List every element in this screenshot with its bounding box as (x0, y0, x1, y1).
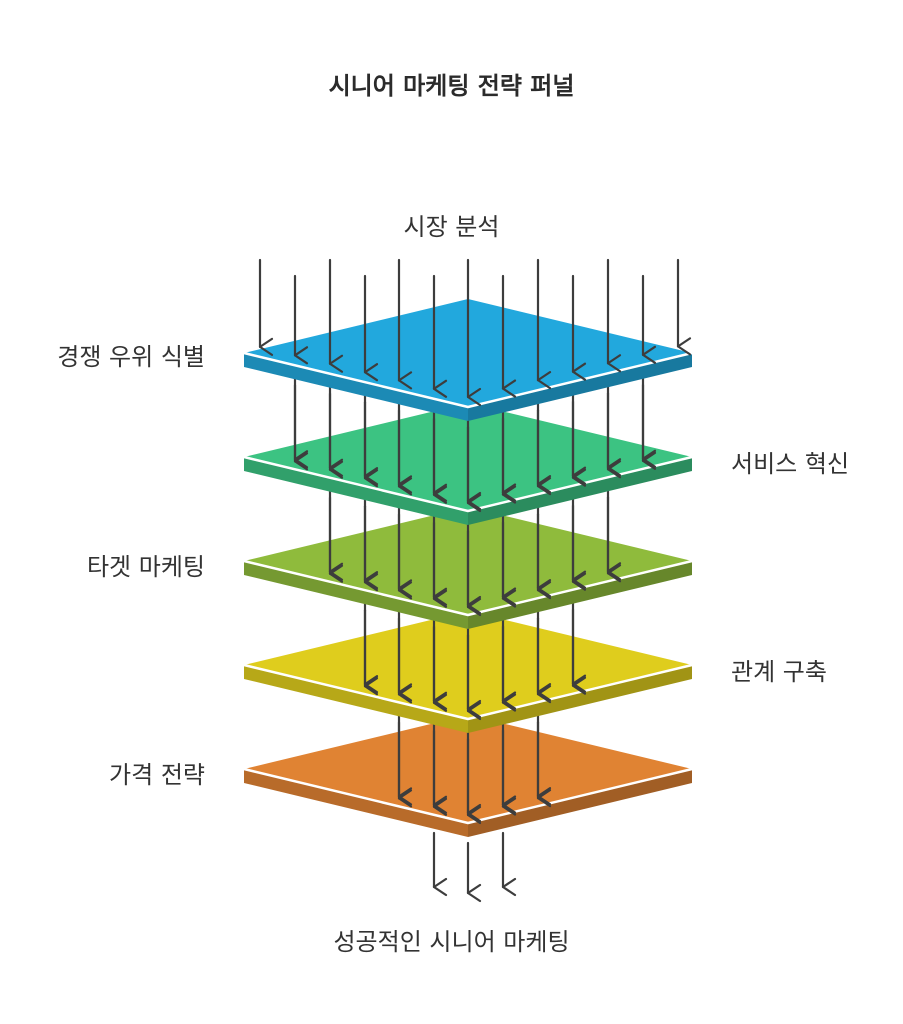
layer-label-1: 경쟁 우위 식별 (57, 343, 205, 371)
input-label: 시장 분석 (403, 213, 500, 241)
layer-label-5: 가격 전략 (109, 761, 205, 789)
layer-side-left (244, 561, 468, 629)
layer-side-left (244, 353, 468, 421)
layer-side-right (468, 457, 692, 525)
output-label: 성공적인 시니어 마케팅 (333, 928, 570, 956)
layer-label-2: 서비스 혁신 (731, 450, 850, 478)
layer-side-right (468, 353, 692, 421)
arrow-overlay (258, 258, 692, 823)
layer-side-right (468, 665, 692, 733)
diagram-title: 시니어 마케팅 전략 퍼널 (328, 72, 575, 100)
layer-label-3: 타겟 마케팅 (86, 553, 205, 581)
layer-label-4: 관계 구축 (731, 658, 827, 686)
layer-side-right (468, 769, 692, 837)
layer-side-left (244, 769, 468, 837)
layer-side-left (244, 457, 468, 525)
layer-side-left (244, 665, 468, 733)
layer-side-right (468, 561, 692, 629)
